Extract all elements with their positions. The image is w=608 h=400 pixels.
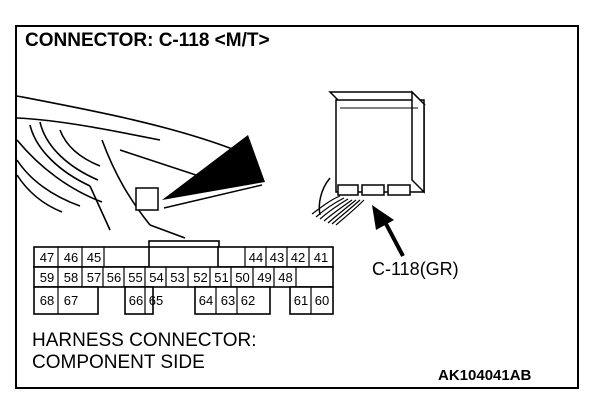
pin-cavity-grid xyxy=(57,247,312,314)
pin-53: 53 xyxy=(170,270,185,285)
pin-66: 66 xyxy=(128,293,144,308)
connector-face xyxy=(33,240,334,315)
pin-55: 55 xyxy=(128,270,143,285)
diagram-frame xyxy=(15,25,579,389)
ecu-module xyxy=(328,90,426,196)
pin-56: 56 xyxy=(106,270,122,285)
pin-44: 44 xyxy=(248,250,264,265)
pin-58: 58 xyxy=(63,270,79,285)
connector-callout-label: C-118(GR) xyxy=(372,259,459,279)
pin-62: 62 xyxy=(240,293,256,308)
pin-46: 46 xyxy=(63,250,79,265)
pin-48: 48 xyxy=(278,270,293,285)
pin-43: 43 xyxy=(269,250,285,265)
pin-49: 49 xyxy=(257,270,272,285)
pin-47: 47 xyxy=(39,250,55,265)
location-box xyxy=(135,187,159,211)
pin-68: 68 xyxy=(39,293,55,308)
pin-50: 50 xyxy=(235,270,250,285)
diagram-title: CONNECTOR: C-118 <M/T> xyxy=(25,30,270,51)
pin-64: 64 xyxy=(198,293,214,308)
pin-54: 54 xyxy=(149,270,164,285)
figure-code: AK104041AB xyxy=(438,367,532,384)
dashboard-sketch xyxy=(16,95,236,239)
pin-61: 61 xyxy=(293,293,309,308)
pin-57: 57 xyxy=(86,270,102,285)
callout-arrow xyxy=(372,205,405,257)
pin-59: 59 xyxy=(39,270,55,285)
pin-45: 45 xyxy=(86,250,102,265)
pin-51: 51 xyxy=(214,270,229,285)
pin-67: 67 xyxy=(63,293,79,308)
harness-connector-label: HARNESS CONNECTOR: xyxy=(32,330,257,351)
pin-65: 65 xyxy=(148,293,164,308)
pin-41: 41 xyxy=(313,250,329,265)
component-side-label: COMPONENT SIDE xyxy=(32,352,205,373)
pointer-wedge xyxy=(162,135,265,200)
pin-42: 42 xyxy=(290,250,306,265)
pin-52: 52 xyxy=(193,270,208,285)
pin-60: 60 xyxy=(314,293,330,308)
wire-harness xyxy=(311,177,365,226)
pin-63: 63 xyxy=(220,293,236,308)
